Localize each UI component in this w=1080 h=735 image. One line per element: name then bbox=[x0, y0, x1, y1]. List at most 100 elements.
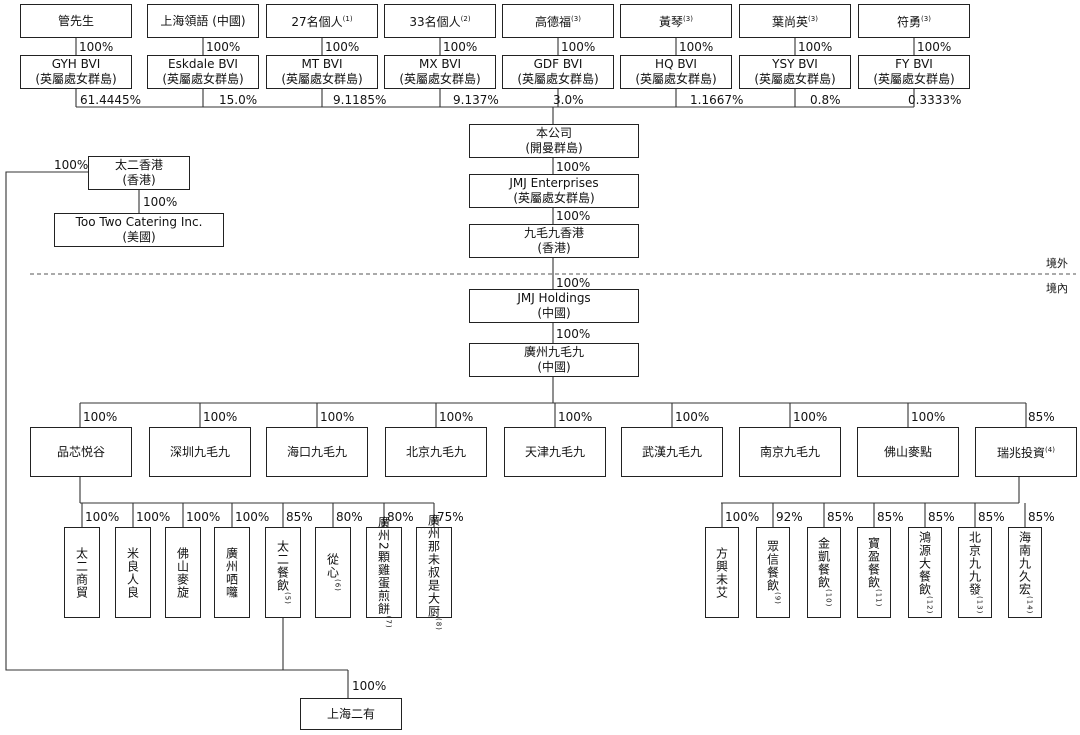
shareholder-1: 上海領語 (中國) bbox=[147, 4, 259, 38]
company-box: 本公司(開曼群島) bbox=[469, 124, 639, 158]
subsidiary-ownership-0: 100% bbox=[83, 410, 118, 424]
shareholder-5: 黃琴(3) bbox=[620, 4, 732, 38]
jmj-enterprises-box: JMJ Enterprises(英屬處女群島) bbox=[469, 174, 639, 208]
jmj-enterprises-box-label: JMJ Enterprises bbox=[509, 176, 598, 191]
right-child-1-label: 眾信餐飲(9) bbox=[765, 540, 782, 605]
subsidiary-5-name: 武漢九毛九 bbox=[641, 444, 702, 459]
left-child-4-note: (5) bbox=[283, 592, 292, 605]
left-child-4-name: 太二餐飲 bbox=[275, 540, 290, 593]
company-box-jurisdiction: (開曼群島) bbox=[525, 141, 583, 155]
jmj-holdings-box-name: JMJ Holdings bbox=[517, 291, 591, 305]
right-child-4: 鴻源大餐飲(12) bbox=[908, 527, 942, 618]
gz-jmj-box: 廣州九毛九(中國) bbox=[469, 343, 639, 377]
right-child-1-name: 眾信餐飲 bbox=[765, 540, 780, 593]
left-child-3-label: 廣州哂囖 bbox=[224, 547, 241, 599]
bvi-5-name: HQ BVI bbox=[655, 57, 697, 71]
shareholder-6: 葉尚英(3) bbox=[739, 4, 851, 38]
subsidiary-ownership-1: 100% bbox=[203, 410, 238, 424]
left-child-7-note: (8) bbox=[434, 618, 443, 631]
too-two-box-name: Too Two Catering Inc. bbox=[75, 215, 203, 229]
too-two-ownership: 100% bbox=[143, 195, 178, 209]
right-child-1-note: (9) bbox=[773, 592, 782, 605]
shareholder-1-name: 上海領語 (中國) bbox=[160, 13, 246, 28]
shareholder-7-label: 符勇(3) bbox=[897, 12, 931, 30]
shareholder-0: 管先生 bbox=[20, 4, 132, 38]
taier-hk-ownership: 100% bbox=[54, 158, 89, 172]
left-child-0-name: 太二商貿 bbox=[74, 546, 89, 599]
right-child-ownership-5: 85% bbox=[978, 510, 1005, 524]
offshore-label: 境外 bbox=[1046, 257, 1068, 270]
jmj-holdings-box-jurisdiction: (中國) bbox=[537, 306, 571, 320]
left-child-0-label: 太二商貿 bbox=[74, 547, 91, 599]
bvi-0-label: GYH BVI bbox=[52, 57, 100, 72]
right-child-0: 方興未艾 bbox=[705, 527, 739, 618]
bvi-5: HQ BVI(英屬處女群島) bbox=[620, 55, 732, 89]
taier-hk-box-label: 太二香港 bbox=[115, 158, 163, 173]
right-child-5-name: 北京九九發 bbox=[967, 530, 982, 596]
shareholder-0-label: 管先生 bbox=[58, 14, 94, 29]
right-child-2-name: 金凱餐飲 bbox=[816, 537, 831, 590]
left-child-4-label: 太二餐飲(5) bbox=[275, 540, 292, 605]
jmj-holdings-box: JMJ Holdings(中國) bbox=[469, 289, 639, 323]
subsidiary-8-label: 瑞兆投資(4) bbox=[997, 443, 1055, 461]
shareholder-3: 33名個人(2) bbox=[384, 4, 496, 38]
shareholder-7: 符勇(3) bbox=[858, 4, 970, 38]
right-child-1: 眾信餐飲(9) bbox=[756, 527, 790, 618]
shareholder-4: 高德福(3) bbox=[502, 4, 614, 38]
right-child-0-name: 方興未艾 bbox=[714, 546, 729, 599]
subsidiary-7-label: 佛山麥點 bbox=[884, 445, 932, 460]
subsidiary-4-name: 天津九毛九 bbox=[524, 444, 585, 459]
shareholder-4-name: 高德福 bbox=[535, 15, 572, 29]
gz-jmj-box-label: 廣州九毛九 bbox=[524, 345, 584, 360]
shareholder-2-label: 27名個人(1) bbox=[291, 12, 352, 30]
shareholder-ownership-2: 100% bbox=[325, 40, 360, 54]
shareholder-ownership-0: 100% bbox=[79, 40, 114, 54]
subsidiary-0-label: 品芯悦谷 bbox=[57, 445, 105, 460]
shareholder-2-note: (1) bbox=[342, 15, 353, 23]
bvi-2: MT BVI(英屬處女群島) bbox=[266, 55, 378, 89]
right-child-2: 金凱餐飲(10) bbox=[807, 527, 841, 618]
shanghai-box-label: 上海二有 bbox=[327, 707, 375, 722]
shanghai-box-name: 上海二有 bbox=[326, 706, 375, 721]
subsidiary-5-label: 武漢九毛九 bbox=[642, 445, 702, 460]
subsidiary-3-name: 北京九毛九 bbox=[405, 444, 466, 459]
left-child-5-note: (6) bbox=[333, 579, 342, 592]
subsidiary-3: 北京九毛九 bbox=[385, 427, 487, 477]
right-child-5-label: 北京九九發(13) bbox=[967, 531, 984, 614]
taier-hk-box-name: 太二香港 bbox=[114, 158, 163, 172]
subsidiary-4: 天津九毛九 bbox=[504, 427, 606, 477]
company-box-name: 本公司 bbox=[535, 126, 572, 140]
right-child-ownership-0: 100% bbox=[725, 510, 760, 524]
bvi-6-label: YSY BVI bbox=[772, 57, 818, 72]
left-child-5-label: 從心(6) bbox=[325, 553, 342, 592]
right-child-ownership-3: 85% bbox=[877, 510, 904, 524]
gz-jmj-box-name: 廣州九毛九 bbox=[523, 345, 584, 359]
subsidiary-6-name: 南京九毛九 bbox=[759, 444, 820, 459]
left-child-7-name: 廣州那未叔是大厨 bbox=[426, 514, 441, 619]
subsidiary-ownership-5: 100% bbox=[675, 410, 710, 424]
subsidiary-2-name: 海口九毛九 bbox=[286, 444, 347, 459]
bvi-4-name: GDF BVI bbox=[533, 57, 583, 71]
left-child-ownership-3: 100% bbox=[235, 510, 270, 524]
right-child-2-note: (10) bbox=[824, 589, 833, 608]
shareholder-7-name: 符勇 bbox=[897, 15, 922, 29]
right-child-6-label: 海南九久宏(14) bbox=[1017, 531, 1034, 614]
right-child-ownership-4: 85% bbox=[928, 510, 955, 524]
bvi-3-label: MX BVI bbox=[419, 57, 461, 72]
right-child-4-label: 鴻源大餐飲(12) bbox=[917, 531, 934, 614]
bvi-7-name: FY BVI bbox=[895, 57, 933, 71]
left-child-6: 廣州2顆雞蛋煎餅(7) bbox=[366, 516, 402, 629]
bvi-4-jurisdiction: (英屬處女群島) bbox=[517, 72, 599, 86]
subsidiary-ownership-8: 85% bbox=[1028, 410, 1055, 424]
left-child-ownership-4: 85% bbox=[286, 510, 313, 524]
left-child-2-label: 佛山麥旋 bbox=[175, 547, 192, 599]
bvi-stake-4: 3.0% bbox=[553, 93, 584, 107]
bvi-stake-2: 9.1185% bbox=[333, 93, 387, 107]
gz-jmj-box-jurisdiction: (中國) bbox=[537, 360, 571, 374]
subsidiary-3-label: 北京九毛九 bbox=[406, 445, 466, 460]
shareholder-6-label: 葉尚英(3) bbox=[772, 12, 818, 30]
shareholder-0-name: 管先生 bbox=[57, 13, 94, 28]
bvi-3-jurisdiction: (英屬處女群島) bbox=[399, 72, 481, 86]
subsidiary-2: 海口九毛九 bbox=[266, 427, 368, 477]
right-child-5-note: (13) bbox=[975, 595, 984, 615]
